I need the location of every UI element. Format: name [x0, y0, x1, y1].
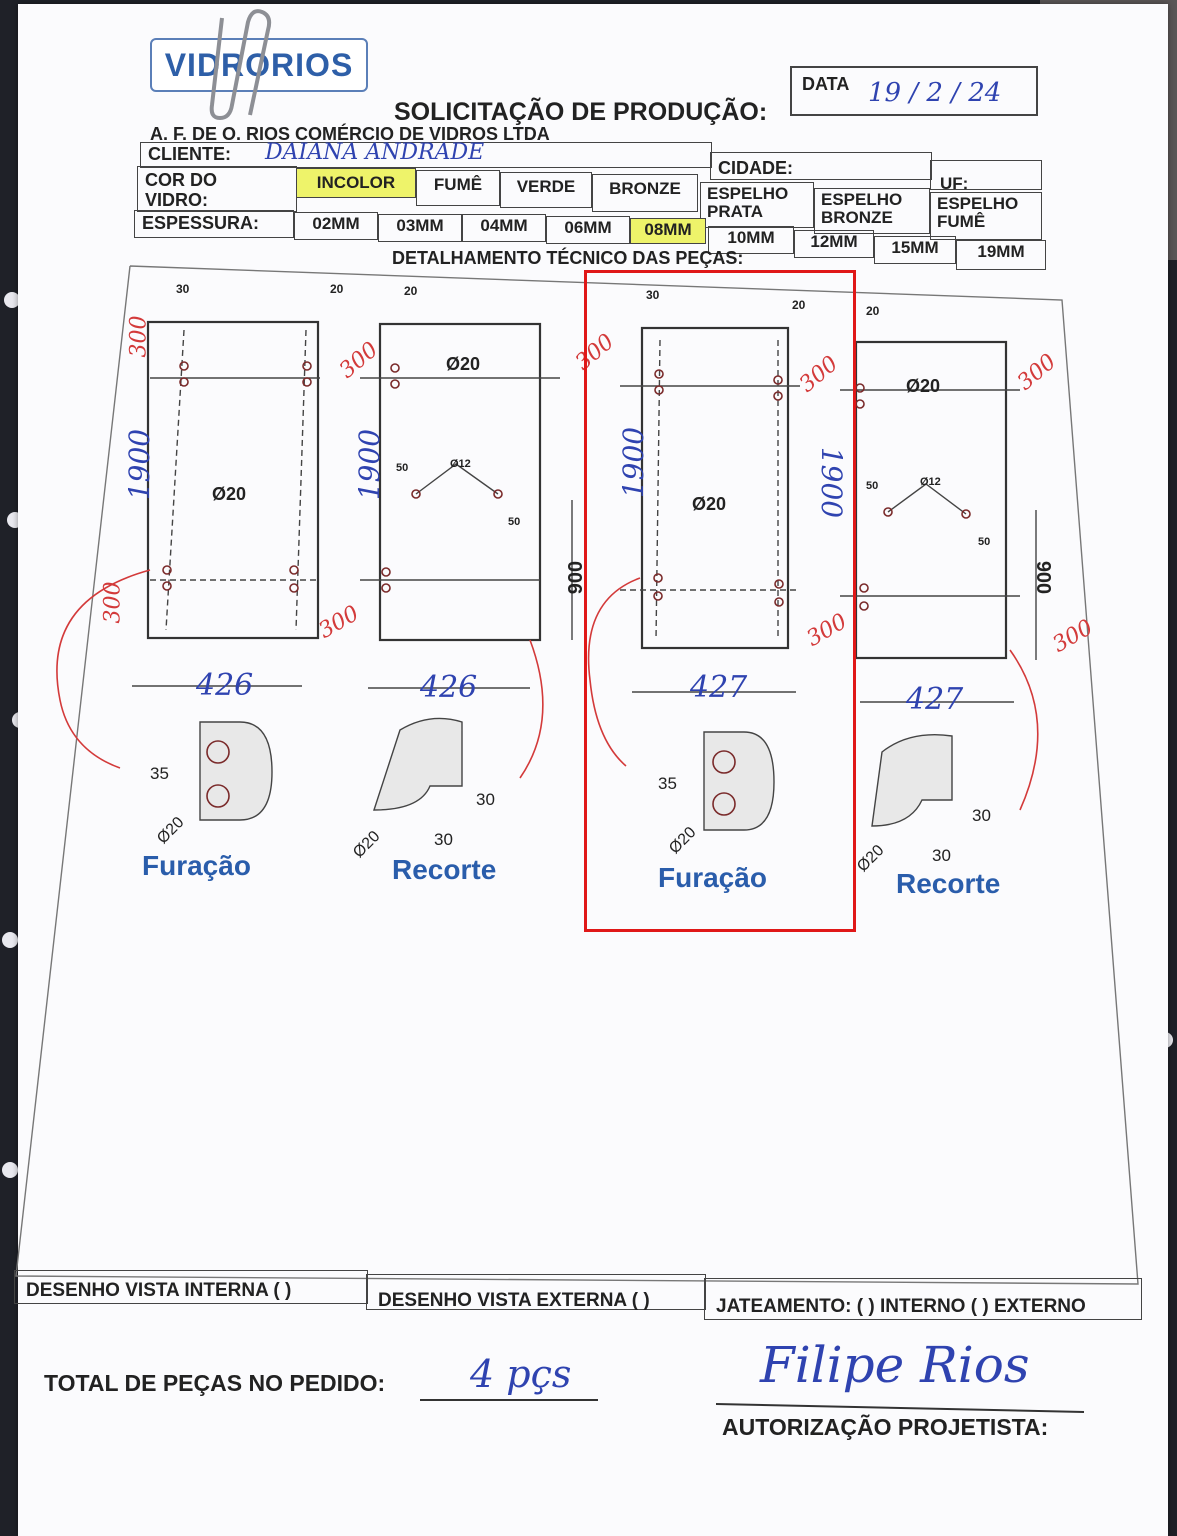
detail-3-35: 35: [658, 774, 677, 793]
date-box: [790, 66, 1038, 116]
piece-1-hole-label: Ø20: [212, 484, 247, 504]
view-external-option[interactable]: DESENHO VISTA EXTERNA ( ): [378, 1290, 650, 1311]
client-value: DAIANA ANDRADE: [265, 140, 485, 165]
thickness-option-08mm[interactable]: 08MM: [630, 218, 706, 244]
piece-2-hole-label: Ø20: [446, 354, 481, 374]
detail-4-30a: 30: [972, 806, 991, 825]
technical-section-title: DETALHAMENTO TÉCNICO DAS PEÇAS:: [392, 248, 744, 268]
piece-1-height: 1900: [123, 428, 157, 501]
designer-signature: Filipe Rios: [760, 1336, 1030, 1394]
company-name: A. F. DE O. RIOS COMÉRCIO DE VIDROS LTDA: [150, 124, 550, 144]
detail-2-title: Recorte: [392, 854, 497, 885]
piece-1-offset-bottom: 300: [100, 581, 126, 624]
uf-label: UF:: [940, 174, 969, 193]
glass-color-option-espelho-fume[interactable]: ESPELHO FUMÊ: [930, 192, 1042, 240]
thickness-option-12mm[interactable]: 12MM: [794, 230, 874, 258]
uf-field: [930, 160, 1042, 190]
detail-1-35: 35: [150, 764, 169, 783]
selection-highlight-box: [584, 270, 856, 932]
thickness-option-03mm[interactable]: 03MM: [378, 214, 462, 242]
thickness-option-06mm[interactable]: 06MM: [546, 216, 630, 244]
piece-3-hole-label: Ø20: [692, 494, 727, 514]
dim-12-4: Ø12: [920, 476, 941, 488]
piece-1-width: 426: [196, 668, 254, 703]
glass-color-option-espelho-prata[interactable]: ESPELHO PRATA: [700, 182, 814, 228]
dim-50-2a: 50: [396, 462, 409, 474]
vidrorios-logo: VIDRORIOS: [150, 38, 368, 92]
total-pieces-label: TOTAL DE PEÇAS NO PEDIDO:: [44, 1370, 386, 1396]
thickness-option-15mm[interactable]: 15MM: [874, 236, 956, 264]
client-row: [140, 142, 712, 168]
dim-30-3: 30: [646, 288, 660, 302]
dim-50-4b: 50: [978, 536, 991, 548]
client-label: CLIENTE:: [148, 144, 231, 164]
dim-20-1: 20: [330, 282, 344, 296]
thickness-label-cell: [134, 210, 294, 238]
date-value: 19 / 2 / 24: [868, 78, 1002, 108]
detail-4-title: Recorte: [896, 868, 1001, 899]
detail-4-30b: 30: [932, 846, 951, 865]
thickness-option-02mm[interactable]: 02MM: [294, 212, 378, 240]
glass-color-option-verde[interactable]: VERDE: [500, 172, 592, 208]
thickness-label: ESPESSURA:: [142, 213, 260, 233]
dim-50-2b: 50: [508, 516, 521, 528]
dim-12-2: Ø12: [450, 458, 471, 470]
thickness-option-19mm[interactable]: 19MM: [956, 240, 1046, 270]
piece-1-offset-top: 300: [126, 315, 152, 358]
glass-color-option-espelho-bronze[interactable]: ESPELHO BRONZE: [814, 188, 930, 234]
glass-color-option-fume[interactable]: FUMÊ: [416, 170, 500, 206]
glass-color-label: COR DO VIDRO:: [145, 170, 217, 210]
detail-3-title: Furação: [658, 862, 767, 893]
piece-4-cut-height: 900: [1032, 560, 1055, 595]
dim-30-1: 30: [176, 282, 190, 296]
dim-20-3: 20: [792, 298, 806, 312]
detail-1-title: Furação: [142, 850, 251, 881]
view-internal-cell: [14, 1270, 368, 1304]
total-pieces-value: 4 pçs: [470, 1352, 572, 1396]
piece-4-width: 427: [906, 682, 964, 717]
dim-20-4: 20: [866, 304, 880, 318]
view-external-cell: [366, 1274, 706, 1310]
detail-2-30b: 30: [434, 830, 453, 849]
dim-20-2: 20: [404, 284, 418, 298]
glass-color-option-bronze[interactable]: BRONZE: [592, 174, 698, 212]
date-label: DATA: [802, 74, 850, 94]
city-field: [710, 152, 932, 180]
glass-color-option-incolor[interactable]: INCOLOR: [296, 168, 416, 198]
detail-2-30a: 30: [476, 790, 495, 809]
thickness-option-04mm[interactable]: 04MM: [462, 214, 546, 242]
sandblast-option[interactable]: JATEAMENTO: ( ) INTERNO ( ) EXTERNO: [716, 1296, 1086, 1317]
city-label: CIDADE:: [718, 158, 793, 178]
piece-2-height: 1900: [353, 428, 387, 501]
sandblast-cell: [704, 1278, 1142, 1320]
piece-3-width: 427: [690, 670, 748, 705]
piece-4-hole-label: Ø20: [906, 376, 941, 396]
view-internal-option[interactable]: DESENHO VISTA INTERNA ( ): [26, 1280, 292, 1301]
designer-auth-label: AUTORIZAÇÃO PROJETISTA:: [722, 1414, 1049, 1440]
piece-2-width: 426: [420, 670, 478, 705]
form-title: SOLICITAÇÃO DE PRODUÇÃO:: [394, 98, 768, 126]
thickness-option-10mm[interactable]: 10MM: [708, 226, 794, 254]
dim-50-4a: 50: [866, 480, 879, 492]
